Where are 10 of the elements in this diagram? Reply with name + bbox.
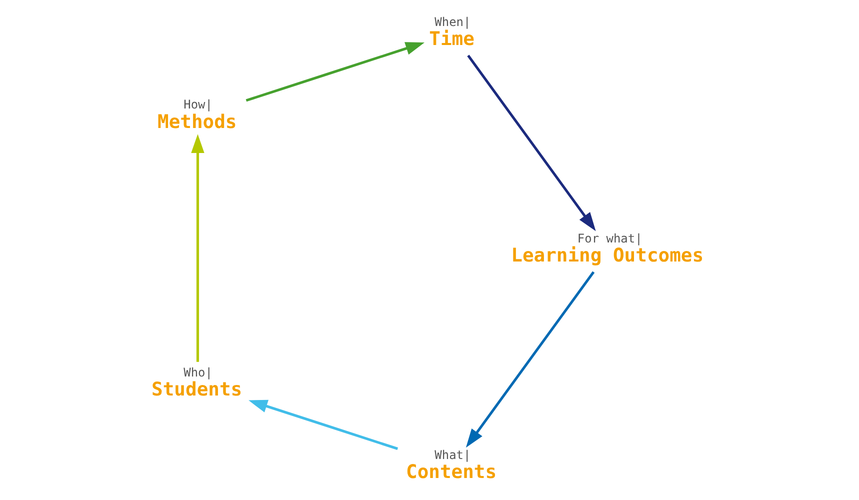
node-text: When| Time [429, 14, 474, 50]
arrow [248, 400, 398, 450]
arrow [191, 134, 204, 362]
node-text: What| Contents [406, 448, 497, 484]
node-text: Who| Students [152, 365, 242, 400]
node-text: How| Methods [158, 98, 237, 133]
arrow [246, 42, 424, 102]
arrow [466, 271, 595, 448]
node-text: For what| Learning Outcomes [511, 231, 704, 267]
arrow [467, 54, 596, 232]
